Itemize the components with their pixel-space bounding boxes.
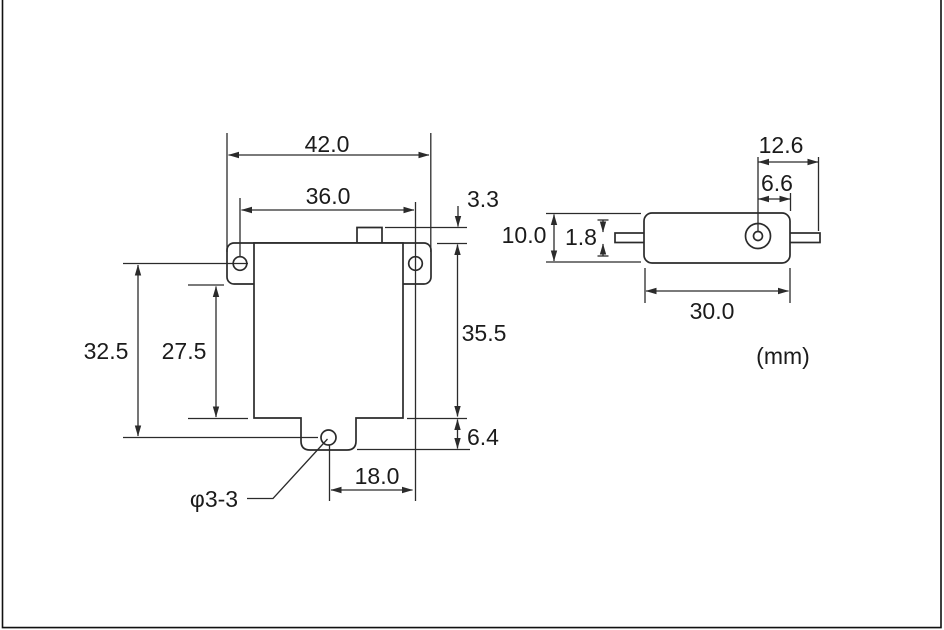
side-dim-6-6-label: 6.6 — [761, 170, 793, 196]
side-right-flange-tab — [787, 232, 821, 244]
front-dim-32-5-label: 32.5 — [84, 338, 129, 364]
servo-body-outline — [253, 242, 404, 451]
front-dim-27-5-label: 27.5 — [162, 338, 207, 364]
dim-body-length: 30.0 — [645, 287, 789, 324]
dim-overall-width: 42.0 — [228, 131, 430, 159]
dim-hole-spacing: 36.0 — [241, 183, 415, 214]
dim-flange-thickness: 1.8 — [565, 219, 609, 257]
front-dim-top-tab-label: 3.3 — [467, 186, 499, 212]
dim-body-thickness: 10.0 — [502, 214, 558, 262]
dim-top-tab: 3.3 — [454, 186, 499, 227]
dim-flange-to-bottom: 27.5 — [162, 286, 220, 418]
front-dim-18-0-label: 18.0 — [355, 463, 400, 489]
dim-hole-to-tab-end: 12.6 — [758, 132, 819, 166]
side-left-flange-tab — [614, 232, 648, 244]
top-tab-outline — [356, 226, 383, 243]
side-extension-lines — [546, 157, 820, 303]
front-extension-lines — [123, 133, 470, 501]
side-dim-12-6-label: 12.6 — [759, 132, 804, 158]
front-dim-overall-width-label: 42.0 — [305, 131, 350, 157]
side-dim-30-0-label: 30.0 — [690, 298, 735, 324]
side-hole-inner — [752, 230, 764, 242]
hole-callout: φ3-3 — [190, 438, 328, 512]
side-view-outline — [614, 212, 821, 264]
front-dim-bottom-tab-label: 6.4 — [467, 424, 499, 450]
dim-hole-to-hole-vertical: 32.5 — [84, 264, 142, 437]
dim-bottom-tab: 6.4 — [454, 419, 499, 450]
front-view: 42.0 36.0 3.3 35.5 32.5 27.5 — [84, 131, 507, 512]
side-dim-1-8-label: 1.8 — [565, 224, 597, 250]
side-dim-10-0-label: 10.0 — [502, 222, 547, 248]
hole-callout-label: φ3-3 — [190, 486, 238, 512]
units-label: (mm) — [756, 343, 810, 369]
front-view-outline — [226, 226, 432, 451]
front-dim-body-height-label: 35.5 — [462, 320, 507, 346]
side-view: 12.6 6.6 10.0 1.8 30.0 (mm) — [502, 132, 821, 369]
dim-body-height: 35.5 — [454, 244, 507, 417]
dim-bottom-hole-offset: 18.0 — [330, 463, 413, 494]
dim-hole-to-body-end: 6.6 — [758, 170, 793, 203]
front-dim-hole-spacing-label: 36.0 — [306, 183, 351, 209]
callout-leader-line — [247, 438, 328, 500]
